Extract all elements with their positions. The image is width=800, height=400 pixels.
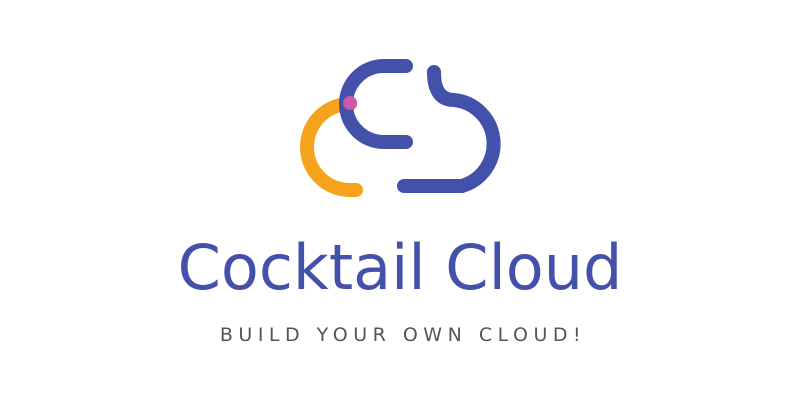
cloud-icon-overlap-dot [343, 96, 357, 110]
tagline: BUILD YOUR OWN CLOUD! [219, 324, 587, 346]
cloud-icon [300, 59, 501, 197]
cloud-icon-orange-arc [300, 97, 363, 197]
brand-name: Cocktail Cloud [177, 231, 623, 304]
cloud-icon-blue-lobe [397, 65, 501, 193]
